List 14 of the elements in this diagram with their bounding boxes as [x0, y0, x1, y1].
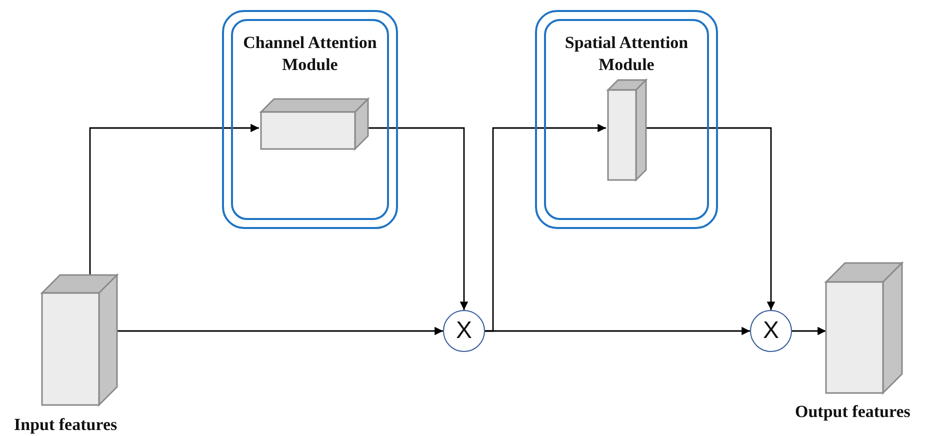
- multiply-node: X: [443, 310, 485, 352]
- block-label: Output features: [795, 402, 910, 422]
- module-frame: [535, 10, 718, 229]
- module-title: Channel Attention Module: [242, 32, 378, 76]
- arrow: [89, 124, 259, 275]
- arrow: [117, 326, 443, 336]
- multiply-node: X: [750, 310, 792, 352]
- arrow: [792, 326, 826, 336]
- feature-block-icon: [608, 80, 646, 180]
- block-label: Input features: [14, 415, 118, 435]
- module-title: Spatial Attention Module: [564, 32, 690, 76]
- feature-block-icon: [261, 99, 368, 149]
- module-frame: [222, 10, 398, 229]
- arrow: [485, 326, 750, 336]
